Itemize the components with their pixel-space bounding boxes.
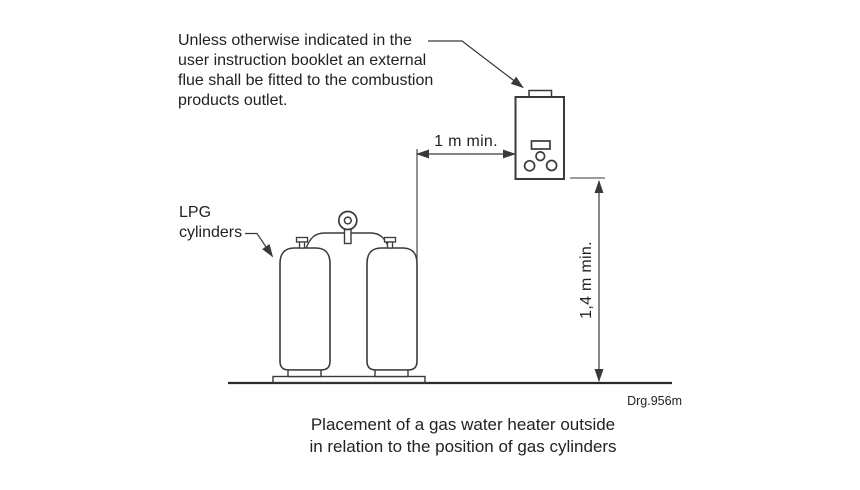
heater-knob-top [535, 151, 546, 162]
water-heater-drawing [514, 89, 565, 180]
horizontal-dimension [416, 149, 516, 259]
horizontal-dimension-label: 1 m min. [434, 133, 498, 150]
flue-note-line-3: flue shall be fitted to the combustion [178, 72, 434, 89]
vertical-dimension [570, 177, 605, 382]
caption-line-1: Placement of a gas water heater outside [310, 415, 616, 434]
flue-note-leader-line [428, 40, 524, 89]
lpg-cylinders-drawing [272, 210, 426, 384]
diagram-caption: Placement of a gas water heater outside … [288, 414, 638, 458]
lpg-cylinders-label: LPG cylinders [179, 203, 242, 243]
lpg-label-leader-line [245, 232, 274, 258]
lpg-label-line-2: cylinders [179, 224, 243, 241]
cylinder-base-plate [272, 375, 426, 384]
drawing-number: Drg.956m [627, 394, 682, 408]
vertical-dimension-label: 1,4 m min. [578, 241, 595, 319]
caption-line-2: in relation to the position of gas cylin… [309, 437, 617, 456]
right-cylinder-valve-stem [386, 241, 394, 249]
flue-note-line-4: products outlet. [178, 92, 288, 109]
heater-knob-right [545, 159, 558, 172]
left-cylinder-valve-stem [298, 241, 306, 249]
left-cylinder-valve-cap [295, 236, 309, 243]
right-cylinder-body [366, 247, 418, 371]
heater-knob-left [523, 159, 536, 172]
lpg-label-line-1: LPG [179, 204, 212, 221]
right-cylinder-valve-cap [383, 236, 397, 243]
heater-display [530, 140, 551, 150]
regulator-gauge-icon [337, 210, 358, 231]
flue-note-line-1: Unless otherwise indicated in the [178, 32, 412, 49]
right-cylinder-foot [374, 369, 409, 378]
flue-note: Unless otherwise indicated in the user i… [178, 31, 433, 111]
flue-note-line-2: user instruction booklet an external [178, 52, 427, 69]
left-cylinder-body [279, 247, 331, 371]
regulator-gauge-center [343, 216, 352, 225]
left-cylinder-foot [287, 369, 322, 378]
